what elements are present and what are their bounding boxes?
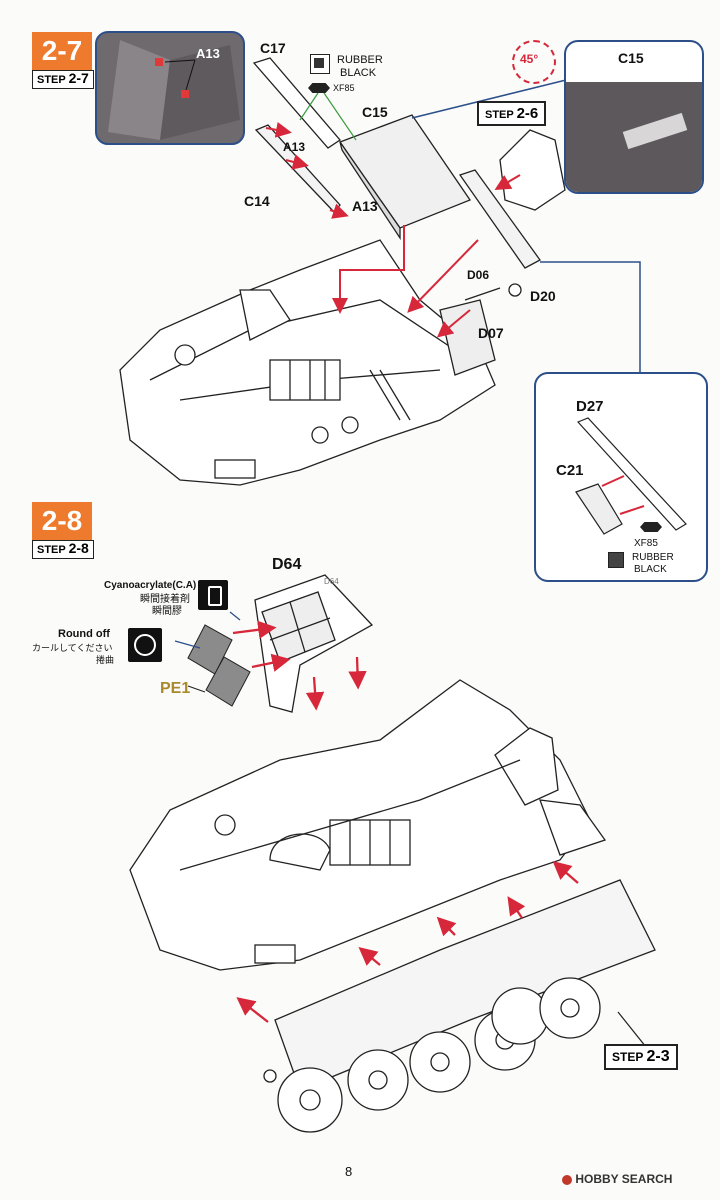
glue-label-en: Cyanoacrylate(C.A) xyxy=(104,580,197,591)
step-2-7-badge: 2-7 xyxy=(32,32,92,70)
part-label-a13-upper: A13 xyxy=(283,140,306,154)
step-2-3-reference: STEP 2-3 xyxy=(604,1044,678,1070)
paint-icon xyxy=(310,54,330,74)
step-2-7-num: 2-7 xyxy=(68,70,89,86)
step-2-8-badge: 2-8 xyxy=(32,502,92,540)
inset-label-a13: A13 xyxy=(196,46,220,61)
round-off-label-jp: カールしてください xyxy=(32,643,113,653)
part-d64-drawing xyxy=(254,574,374,713)
callout-d27-c21: D27 C21 XF85 RUBBER BLACK xyxy=(534,372,708,582)
step-2-7-subtitle: STEP 2-7 xyxy=(32,70,94,89)
callout-connectors xyxy=(411,79,641,372)
paint-code-label: XF85 xyxy=(333,83,355,93)
rotate-angle: 45° xyxy=(520,52,539,66)
part-label-d64-small: D64 xyxy=(324,577,339,586)
part-label-d06: D06 xyxy=(467,268,490,282)
step-2-8-num: 2-8 xyxy=(68,540,89,556)
step-2-8-subtitle: STEP 2-8 xyxy=(32,540,94,559)
callout-c15: C15 xyxy=(564,40,704,194)
step-2-3-num: 2-3 xyxy=(646,1048,670,1065)
page-number: 8 xyxy=(345,1164,353,1179)
part-label-d07: D07 xyxy=(478,325,504,341)
hobby-search-watermark: HOBBY SEARCH xyxy=(562,1172,672,1186)
callout-d27-label: D27 xyxy=(576,398,604,415)
callout-paint-icon xyxy=(608,552,624,568)
callout-c21-label: C21 xyxy=(556,462,584,479)
seat-part-drawing xyxy=(439,129,566,376)
assembly-arrows-2-8 xyxy=(232,620,579,1023)
running-gear-drawing xyxy=(263,879,656,1133)
callout-xf85-hex-icon xyxy=(640,522,662,532)
part-label-c15: C15 xyxy=(362,104,388,120)
leader-lines-2-8 xyxy=(174,611,241,649)
glue-label-cn: 瞬間膠 xyxy=(152,606,182,617)
xf85-hex-icon xyxy=(308,83,330,93)
paint-icon-fill xyxy=(314,58,324,68)
part-label-d64: D64 xyxy=(272,556,302,573)
round-off-label-cn: 捲曲 xyxy=(96,655,115,665)
inset-photo-2-7 xyxy=(95,31,245,145)
step-2-3-prefix: STEP xyxy=(612,1050,644,1064)
part-label-pe1: PE1 xyxy=(160,680,191,697)
step-2-6-num: 2-6 xyxy=(516,105,539,122)
round-off-label-en: Round off xyxy=(58,628,110,640)
part-label-c17: C17 xyxy=(260,40,286,56)
upper-hull-drawing xyxy=(119,239,496,486)
callout-xf85-label: XF85 xyxy=(634,538,658,549)
lower-hull-drawing xyxy=(129,679,607,971)
callout-rubber-label: RUBBER xyxy=(632,552,674,563)
pe1-parts-drawing xyxy=(187,624,251,707)
callout-d27-c21-art xyxy=(575,417,687,535)
paint-black-label: BLACK xyxy=(340,67,377,79)
round-off-icon-ring xyxy=(134,634,156,656)
watermark-icon xyxy=(562,1174,572,1185)
callout-black-label: BLACK xyxy=(634,564,667,575)
callout-c15-label: C15 xyxy=(618,50,644,66)
glue-label-jp: 瞬間接着剤 xyxy=(140,594,190,605)
step-2-6-reference: STEP 2-6 xyxy=(477,101,547,126)
watermark-text: HOBBY SEARCH xyxy=(575,1172,673,1186)
paint-leader-lines xyxy=(299,92,357,141)
part-label-a13-lower: A13 xyxy=(352,198,378,214)
step-2-8-prefix: STEP xyxy=(37,544,66,556)
glue-icon-bottle xyxy=(208,586,222,606)
part-label-c14: C14 xyxy=(244,193,270,209)
rotate-icon xyxy=(512,40,556,84)
round-off-icon xyxy=(128,628,162,662)
step-2-6-prefix: STEP xyxy=(485,109,514,121)
step-2-7-prefix: STEP xyxy=(37,74,66,86)
paint-rubber-label: RUBBER xyxy=(337,54,383,66)
part-label-d20: D20 xyxy=(530,288,556,304)
glue-icon xyxy=(198,580,228,610)
assembly-arrows-2-7 xyxy=(265,121,521,338)
